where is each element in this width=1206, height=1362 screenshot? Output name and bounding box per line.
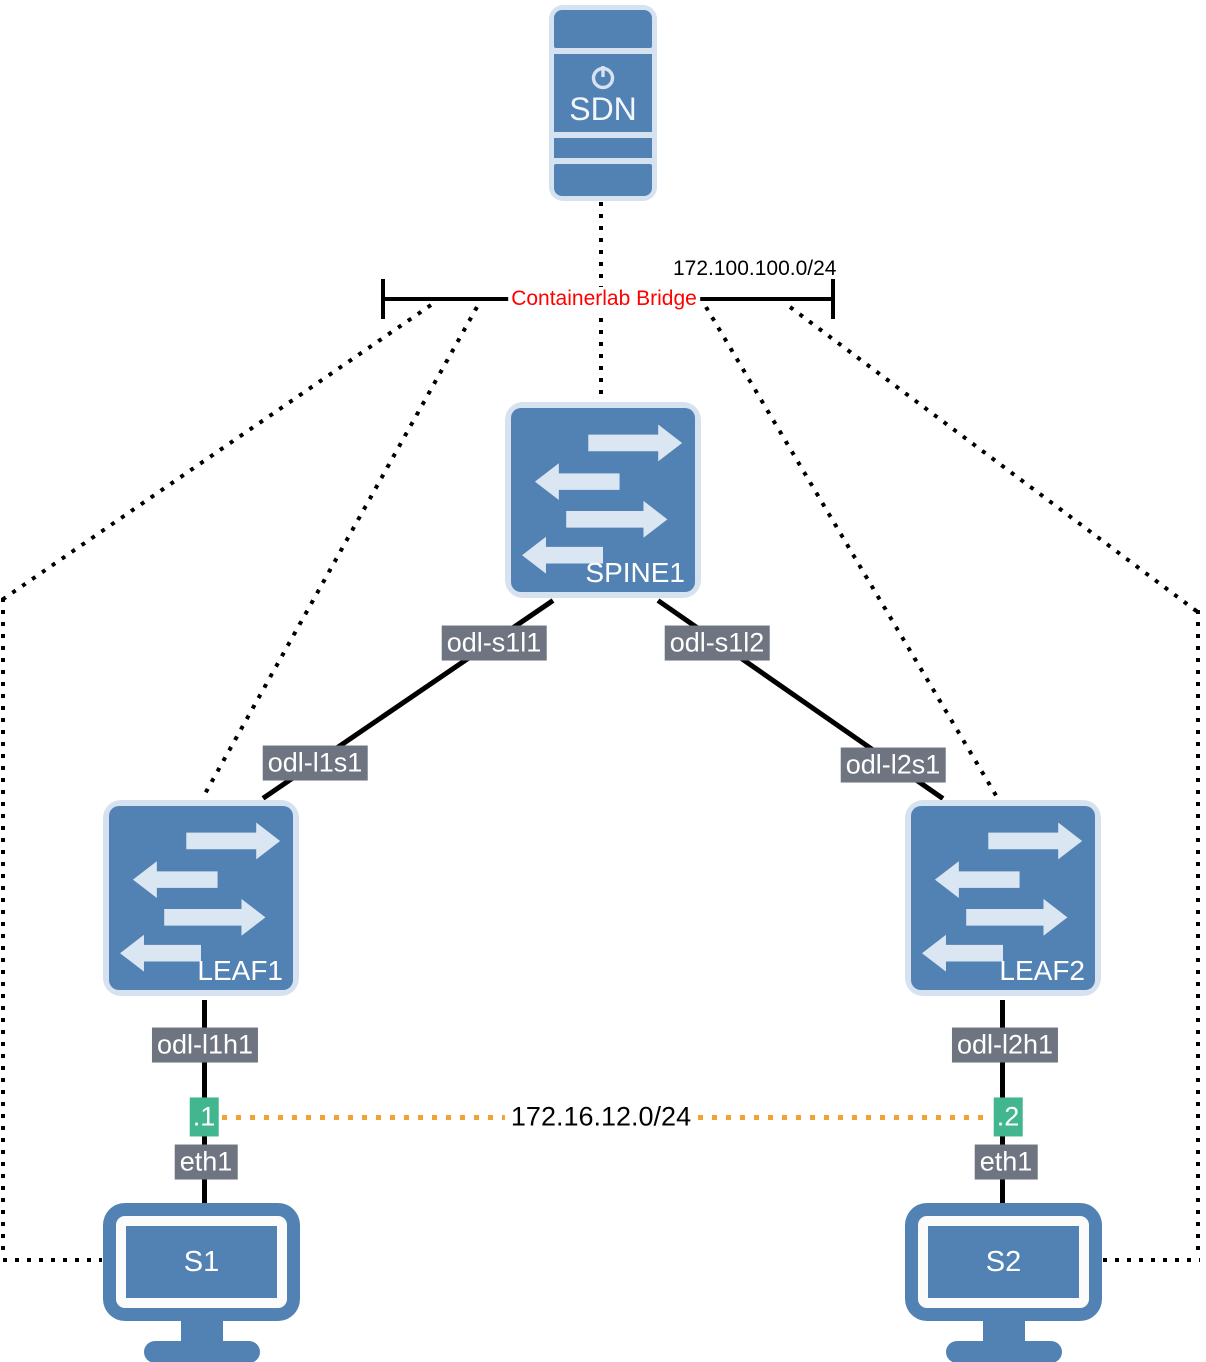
host-monitor-icon: S1 xyxy=(103,1203,300,1321)
monitor-stand-base xyxy=(143,1341,260,1362)
monitor-stand-base xyxy=(945,1341,1062,1362)
mgmt-dotted-right-edge xyxy=(1196,610,1200,1258)
mgmt-dotted-left-edge xyxy=(1,598,5,1258)
mgmt-dotted-bridge-to-right-edge xyxy=(788,305,1200,615)
l2-switch-icon xyxy=(922,822,1083,972)
leaf2-switch-node: LEAF2 xyxy=(905,800,1101,996)
host-monitor-icon: S2 xyxy=(905,1203,1102,1321)
mgmt-dotted-bridge-to-spine1 xyxy=(599,306,603,402)
sdn-controller-node: SDN xyxy=(549,5,657,201)
sdn-controller-label: SDN xyxy=(569,91,637,127)
mgmt-dotted-to-s1 xyxy=(3,1258,102,1262)
l2-switch-icon xyxy=(522,424,683,574)
bridge-subnet-label: 172.100.100.0/24 xyxy=(673,257,837,280)
l2-switch-icon xyxy=(120,822,281,972)
monitor-stand-neck xyxy=(982,1318,1025,1344)
leaf2-label: LEAF2 xyxy=(999,955,1085,986)
mgmt-dotted-bridge-to-leaf1 xyxy=(204,306,479,794)
mgmt-dotted-sdn-to-bridge xyxy=(599,202,603,296)
server-slot-panel xyxy=(554,138,652,158)
bridge-label: Containerlab Bridge xyxy=(508,287,700,311)
mgmt-dotted-bridge-to-leaf2 xyxy=(704,305,999,799)
ip-badge-s1: .1 xyxy=(189,1097,219,1137)
bridge-bus-left-cap xyxy=(381,279,385,319)
s1-label: S1 xyxy=(183,1245,220,1278)
spine1-label: SPINE1 xyxy=(585,557,685,588)
port-label-odl-l1h1: odl-l1h1 xyxy=(151,1027,259,1063)
bridge-bus-right-cap xyxy=(831,279,835,319)
ip-badge-s2: .2 xyxy=(993,1097,1023,1137)
server-bottom-panel xyxy=(554,164,652,196)
server-face-panel: SDN xyxy=(554,54,652,132)
port-label-odl-l2h1: odl-l2h1 xyxy=(951,1027,1059,1063)
s2-label: S2 xyxy=(985,1245,1022,1278)
power-icon xyxy=(591,66,615,90)
port-label-odl-l2s1: odl-l2s1 xyxy=(840,747,946,783)
monitor-stand-neck xyxy=(180,1318,223,1344)
s1-host-node: S1 xyxy=(103,1203,300,1362)
mgmt-dotted-bridge-to-left-edge xyxy=(0,303,433,602)
port-label-eth1-s1: eth1 xyxy=(174,1144,238,1180)
leaf1-switch-node: LEAF1 xyxy=(103,800,299,996)
leaf1-label: LEAF1 xyxy=(197,955,283,986)
host-subnet-label: 172.16.12.0/24 xyxy=(504,1101,698,1133)
port-label-odl-s1l2: odl-s1l2 xyxy=(664,625,770,661)
port-label-eth1-s2: eth1 xyxy=(974,1144,1038,1180)
s2-host-node: S2 xyxy=(905,1203,1102,1362)
spine1-switch-node: SPINE1 xyxy=(505,402,701,598)
port-label-odl-s1l1: odl-s1l1 xyxy=(441,625,547,661)
server-top-panel xyxy=(554,10,652,48)
mgmt-dotted-to-s2 xyxy=(1103,1258,1200,1262)
port-label-odl-l1s1: odl-l1s1 xyxy=(262,745,368,781)
